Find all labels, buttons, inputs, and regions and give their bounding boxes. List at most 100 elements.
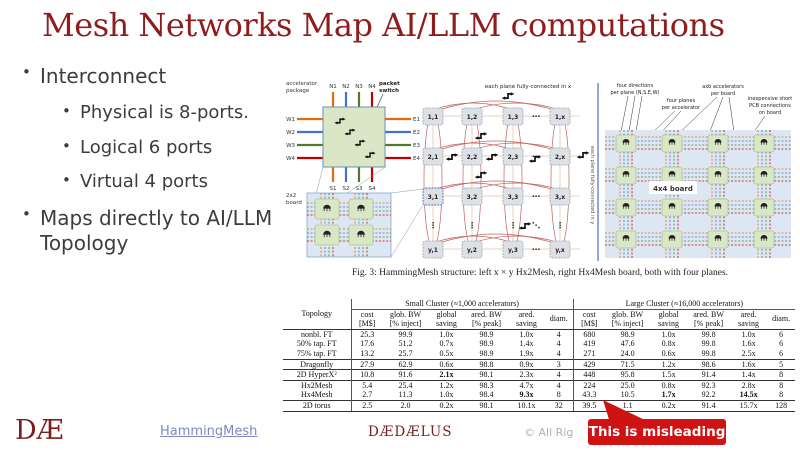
copyright-text: © All Rig [524, 426, 574, 439]
table-cell: 98.4 [479, 390, 494, 400]
table-cell: 1.2x [650, 358, 688, 370]
svg-text:y,2: y,2 [467, 247, 477, 254]
mesh-node: y,x [549, 240, 571, 259]
misleading-callout: This is misleading [588, 419, 726, 445]
table-cell: 10.5 [620, 390, 635, 400]
table-cell: 98.1 [465, 399, 508, 412]
annotation: four directions [617, 83, 654, 89]
table-cell: 0.8x [650, 379, 688, 391]
mesh-node: 2,1 [422, 147, 444, 166]
table-cell: 98.6 [687, 358, 731, 370]
table-cell: 10.1x [508, 399, 545, 412]
mesh-node: 2,2 [461, 147, 483, 166]
col-header: [% inject] [383, 319, 428, 330]
table-cell: 1.0x [428, 328, 465, 340]
table-cell: 1.7x [661, 390, 676, 400]
svg-text:1,3: 1,3 [508, 114, 519, 121]
board-4x4-label-bg [649, 181, 697, 194]
col-header: [% peak] [465, 319, 508, 330]
col-header: diam. [767, 309, 796, 330]
col-header: ared. BW [471, 309, 502, 319]
packet-switch-label: packet [379, 81, 400, 87]
svg-text:2,x: 2,x [555, 154, 565, 161]
board-4x4-chips [615, 134, 775, 249]
board-4x4-diagram: four directions per plane (N,S,E,W) four… [605, 83, 792, 258]
table-cell: 2.1x [428, 369, 465, 381]
table-cell: 4 [545, 379, 574, 391]
port-label: N3 [355, 84, 363, 90]
north-port-labels: N1 N2 N3 N4 [329, 84, 376, 90]
svg-text:2,1: 2,1 [428, 154, 439, 161]
package-label: package [286, 88, 310, 94]
table-cell: 1.0x [508, 328, 545, 340]
table-cell: 91.4 [687, 369, 731, 381]
table-cell: 0.9x [508, 358, 545, 370]
table-cell: 8 [556, 390, 561, 400]
table-cell: 1.1 [605, 399, 651, 412]
mesh-wires [423, 108, 580, 258]
mesh-nodes: 1,1 1,2 1,3 1,x 2,1 2,2 2,3 2,x 3,1 3,2 … [422, 107, 571, 259]
hammingmesh-link[interactable]: HammingMesh [160, 424, 258, 439]
table-cell: 2.3x [508, 369, 545, 381]
projection-line [390, 188, 424, 194]
table-cell: 99.9 [383, 328, 428, 340]
annotation: axb accelerators [702, 84, 744, 90]
port-label: N2 [342, 84, 350, 90]
annotation: PCB connections [749, 103, 791, 109]
table-cell: 14.5x [739, 390, 758, 400]
table-cell: 8 [767, 379, 796, 391]
table-cell: 71.5 [605, 358, 651, 370]
topology-cell: Hx2Mesh [283, 379, 351, 391]
table-cell: 2.5 [350, 399, 383, 412]
accelerator-package-diagram: accelerator package packet switch N1 N2 … [286, 81, 420, 192]
table-cell: 4 [556, 339, 561, 349]
mesh-node: 3,1 [422, 187, 444, 206]
switch-icon [473, 131, 489, 141]
table-cell: 17.6 [350, 339, 383, 349]
table-cell: 91.6 [383, 369, 428, 381]
table-cell: 98.1 [465, 369, 508, 381]
table-cell: 1.4x [730, 369, 768, 381]
table-cell: 32 [545, 399, 574, 412]
mesh-node: 3,2 [461, 187, 483, 206]
col-header: glob. BW [612, 309, 644, 319]
board-annotations: four directions per plane (N,S,E,W) four… [610, 83, 792, 116]
table-cell: 1.4x [519, 339, 534, 349]
mesh-node: 2,3 [502, 147, 524, 166]
table-cell: 98.9 [479, 339, 494, 349]
table-cell: 1.0x [439, 390, 454, 400]
package-square [322, 106, 386, 168]
table-cell: 99.8 [701, 339, 716, 349]
svg-text:2,3: 2,3 [508, 154, 519, 161]
mesh-node: y,3 [502, 240, 524, 259]
dae-logo: DÆ [15, 415, 64, 446]
table-cell: 6 [779, 339, 784, 349]
svg-text:⋮: ⋮ [429, 221, 437, 230]
port-label: W2 [286, 130, 295, 136]
port-label: W4 [286, 156, 295, 162]
board-4x4-label: 4x4 board [653, 185, 693, 193]
annotation: on board [759, 110, 781, 116]
port-label: E4 [413, 156, 420, 162]
table-cell: 24.0 [620, 348, 635, 358]
table-cell: 5.4 [350, 379, 383, 391]
table-cell: 98.9 [605, 328, 651, 340]
table-cell: 0.6x [661, 348, 676, 358]
col-header: saving [730, 319, 768, 330]
col-header: [% inject] [605, 319, 651, 330]
svg-text:3,2: 3,2 [467, 194, 478, 201]
svg-text:3,3: 3,3 [508, 194, 519, 201]
table-cell: 4 [545, 369, 574, 381]
col-header: global [658, 309, 679, 319]
mesh-node: 1,1 [422, 107, 444, 126]
col-header-topology: Topology [283, 299, 351, 330]
switch-icon [444, 152, 460, 162]
table-cell: 13.2 [350, 348, 383, 360]
table-cell: 43.3 [572, 390, 606, 401]
